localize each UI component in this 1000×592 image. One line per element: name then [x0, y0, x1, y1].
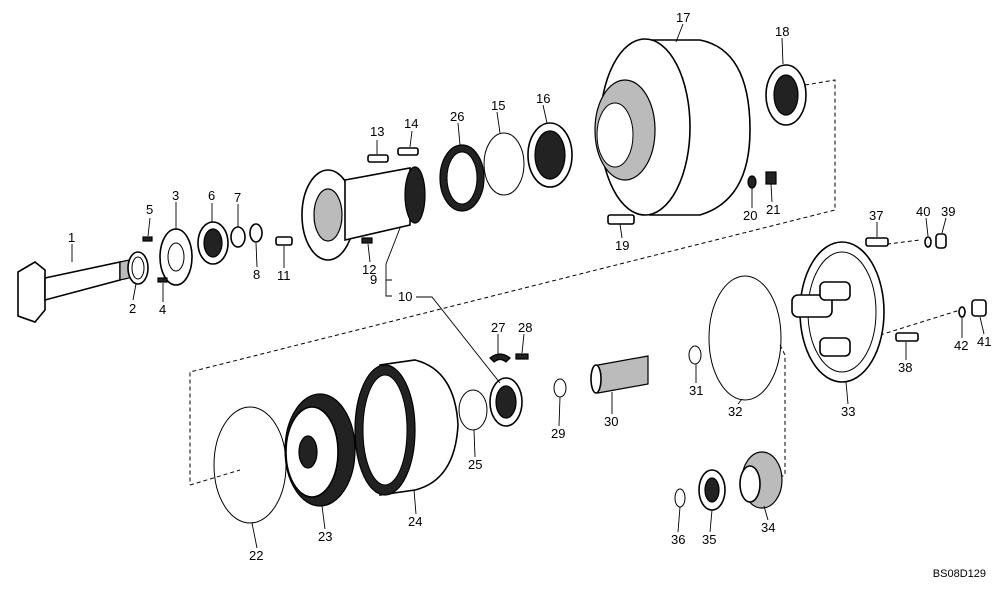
label-33: 33 — [841, 404, 855, 419]
label-15: 15 — [491, 98, 505, 113]
label-38: 38 — [898, 360, 912, 375]
part-5-screw — [142, 236, 153, 242]
label-42: 42 — [954, 338, 968, 353]
part-41-plug — [971, 299, 987, 317]
label-27: 27 — [491, 320, 505, 335]
leader-lines — [71, 23, 985, 549]
part-32-oring — [708, 275, 782, 401]
label-1: 1 — [68, 230, 75, 245]
part-35-bearing — [698, 469, 726, 511]
label-23: 23 — [318, 529, 332, 544]
label-25: 25 — [468, 457, 482, 472]
part-3-flange — [159, 228, 193, 286]
label-26: 26 — [450, 109, 464, 124]
label-32: 32 — [728, 404, 742, 419]
label-7: 7 — [234, 190, 241, 205]
drawing-code: BS08D129 — [932, 568, 986, 580]
label-14: 14 — [404, 116, 418, 131]
part-27-clip — [489, 353, 511, 363]
part-36-ring — [674, 488, 686, 508]
part-7-ring — [230, 226, 246, 248]
label-24: 24 — [408, 514, 422, 529]
part-28-screw — [515, 353, 529, 360]
label-19: 19 — [615, 238, 629, 253]
part-8-ring — [249, 223, 263, 243]
part-9-carrier-hub — [301, 166, 426, 261]
label-12: 12 — [362, 262, 376, 277]
part-39-plug — [935, 233, 947, 249]
part-21-plug — [765, 171, 777, 185]
part-20-nut — [747, 175, 757, 189]
label-37: 37 — [869, 208, 883, 223]
label-29: 29 — [551, 426, 565, 441]
part-25-ring — [458, 389, 488, 431]
part-12-screw — [361, 237, 373, 244]
part-26-ring — [439, 144, 485, 212]
part-17-wheel-hub — [594, 38, 751, 216]
part-15-oring — [483, 132, 525, 196]
label-10: 10 — [398, 289, 412, 304]
label-35: 35 — [702, 532, 716, 547]
label-6: 6 — [208, 188, 215, 203]
part-40-ring — [924, 236, 932, 248]
part-31-ring — [688, 345, 702, 365]
label-11: 11 — [277, 268, 291, 283]
part-29-ring — [553, 378, 567, 398]
part-6-bearing — [197, 221, 229, 265]
part-number-labels: 1 2 3 4 5 6 7 8 9 10 11 12 13 14 15 16 1… — [68, 10, 991, 563]
part-30-sun-shaft — [590, 355, 649, 394]
part-13-pin — [367, 154, 389, 163]
label-39: 39 — [941, 204, 955, 219]
part-19-bolt — [607, 214, 635, 225]
label-34: 34 — [761, 520, 775, 535]
part-33-planet-carrier — [791, 241, 885, 383]
part-2-ring — [127, 251, 149, 285]
label-30: 30 — [604, 414, 618, 429]
part-24-ring-gear — [354, 359, 459, 496]
label-17: 17 — [676, 10, 690, 25]
label-31: 31 — [689, 383, 703, 398]
label-9: 9 — [370, 272, 377, 287]
label-8: 8 — [253, 267, 260, 282]
label-3: 3 — [172, 188, 179, 203]
label-36: 36 — [671, 532, 685, 547]
label-22: 22 — [249, 548, 263, 563]
label-2: 2 — [129, 301, 136, 316]
part-10-bearing-ring — [489, 377, 523, 427]
part-42-ring — [958, 306, 966, 318]
label-40: 40 — [916, 204, 930, 219]
part-4-screw — [157, 277, 168, 283]
part-38-bolt — [895, 332, 919, 342]
part-16-bearing-ring — [527, 122, 573, 188]
part-18-seal — [765, 64, 807, 126]
label-41: 41 — [977, 334, 991, 349]
part-34-planet-gear — [739, 451, 783, 509]
part-11-bolt — [275, 236, 293, 246]
label-4: 4 — [159, 302, 166, 317]
label-21: 21 — [766, 202, 780, 217]
label-13: 13 — [370, 124, 384, 139]
part-22-oring — [213, 406, 287, 524]
part-1-drive-shaft — [17, 257, 139, 323]
part-14-pin — [397, 147, 419, 156]
label-5: 5 — [146, 202, 153, 217]
label-28: 28 — [518, 320, 532, 335]
label-18: 18 — [775, 24, 789, 39]
label-20: 20 — [743, 208, 757, 223]
part-37-bolt — [865, 237, 889, 247]
part-23-sun-plate — [284, 393, 356, 507]
label-16: 16 — [536, 91, 550, 106]
